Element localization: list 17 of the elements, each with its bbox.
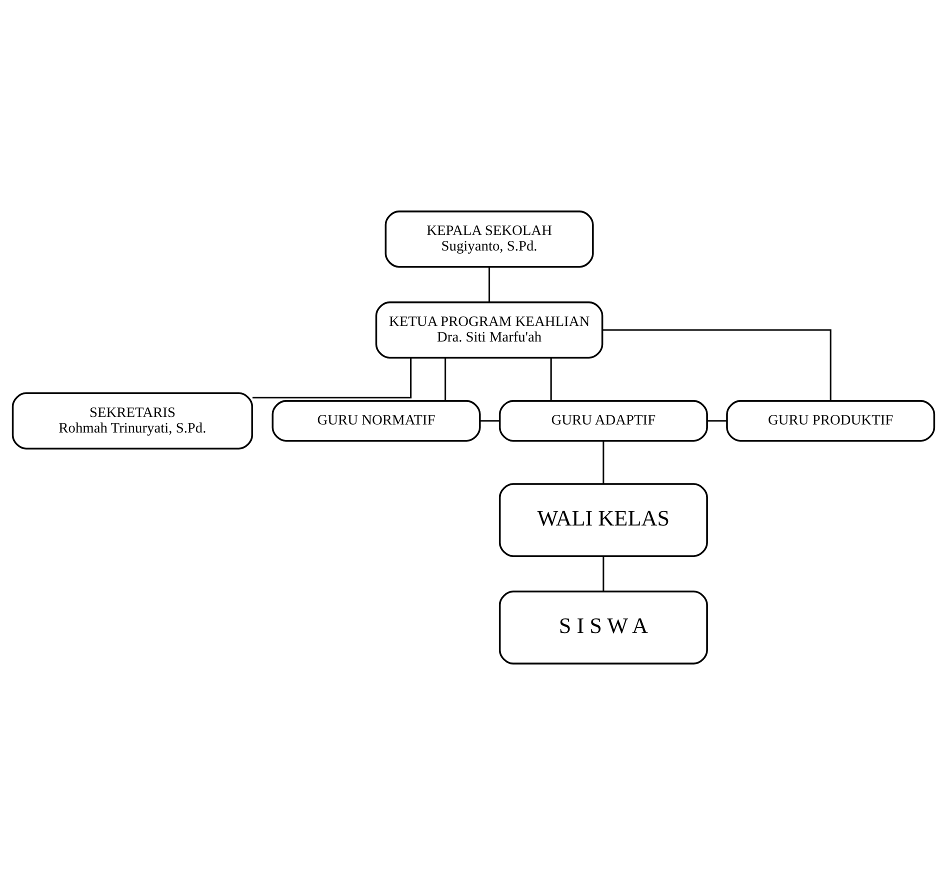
node-box: GURU ADAPTIF [498,400,708,442]
node-box: KETUA PROGRAM KEAHLIAN Dra. Siti Marfu'ah [375,300,604,358]
node-box: SEKRETARIS Rohmah Trinuryati, S.Pd. [12,392,254,449]
connector [602,440,604,484]
node-box: GURU PRODUKTIF [726,400,936,442]
node-box: GURU NORMATIF [272,400,481,442]
connector [488,266,490,302]
node-box: KEPALA SEKOLAH Sugiyanto, S.Pd. [384,210,594,268]
connector [550,357,552,400]
node-box: WALI KELAS [498,482,708,556]
connector [707,420,727,422]
connector [444,357,446,400]
connector [602,556,604,591]
connector [480,420,500,422]
connector [602,328,832,400]
connector [252,357,412,398]
node-box: S I S W A [498,590,708,664]
